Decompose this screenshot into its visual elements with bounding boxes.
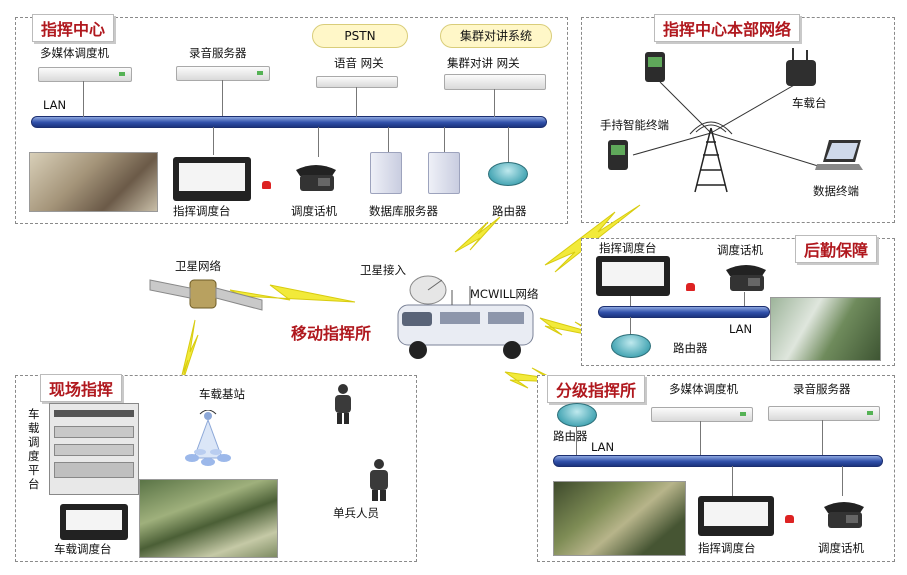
- branch-multimedia-device: [651, 407, 753, 422]
- hq-network-panel: [581, 17, 895, 223]
- base-station-icon: [178, 410, 238, 468]
- logistics-alarm-lamp-icon: [686, 283, 695, 291]
- satellite-access-label: 卫星接入: [360, 263, 406, 277]
- command-vehicle-icon: [398, 305, 533, 360]
- branch-multimedia-label: 多媒体调度机: [669, 382, 738, 396]
- dispatch-platform-label-1: 载: [28, 421, 40, 435]
- handheld-terminal-label: 手持智能终端: [600, 118, 669, 132]
- branch-phone-label: 调度话机: [818, 541, 864, 555]
- command-console-label: 指挥调度台: [173, 204, 231, 218]
- branch-lan-label: LAN: [591, 440, 615, 454]
- data-terminal-label: 数据终端: [813, 184, 859, 198]
- multimedia-dispatcher-label: 多媒体调度机: [40, 46, 109, 60]
- branch-router-icon: [557, 403, 597, 427]
- logistics-router-label: 路由器: [673, 341, 708, 355]
- dispatch-phone-icon: [292, 162, 340, 192]
- base-station-label: 车载基站: [199, 387, 245, 401]
- pstn-cloud: PSTN: [312, 24, 408, 48]
- alarm-lamp-icon: [262, 181, 271, 189]
- lan-bus-top: [31, 116, 547, 128]
- lan-label-top: LAN: [43, 98, 67, 112]
- dispatch-platform-label-2: 调: [28, 435, 40, 449]
- hq-network-title: 指挥中心本部网络: [654, 14, 801, 42]
- logistics-console-monitor: [596, 256, 670, 296]
- trunk-gateway-label: 集群对讲 网关: [447, 56, 520, 70]
- vehicle-radio-icon: [786, 48, 816, 86]
- control-room-photo: [29, 152, 158, 212]
- branch-photo: [553, 481, 686, 556]
- mcwill-label: MCWILL网络: [470, 287, 539, 301]
- field-command-title: 现场指挥: [40, 374, 123, 402]
- command-console-monitor: [173, 157, 251, 201]
- dispatch-platform-label-0: 车: [28, 407, 40, 421]
- dispatch-platform-label-4: 平: [28, 463, 40, 477]
- satellite-icon: [150, 278, 262, 310]
- handheld-terminal-icon-1: [645, 52, 665, 82]
- multimedia-dispatcher-device: [38, 67, 132, 82]
- soldier-icon-2: [364, 458, 394, 502]
- mobile-command-label: 移动指挥所: [291, 324, 372, 343]
- branch-phone-icon: [820, 499, 868, 529]
- branch-recording-label: 录音服务器: [793, 382, 851, 396]
- trunk-gateway-device: [444, 74, 546, 90]
- voice-gateway-device: [316, 76, 398, 88]
- voice-gateway-label: 语音 网关: [334, 56, 384, 70]
- vehicle-console-label: 车载调度台: [54, 542, 112, 556]
- laptop-icon: [815, 138, 865, 174]
- logistics-phone-label: 调度话机: [717, 243, 763, 257]
- router-label-top: 路由器: [492, 204, 527, 218]
- lan-bus-branch: [553, 455, 883, 467]
- dispatch-phone-label: 调度话机: [291, 204, 337, 218]
- vehicle-console-monitor: [60, 504, 128, 540]
- cell-tower-icon: [694, 126, 728, 192]
- logistics-lan-label: LAN: [729, 322, 753, 336]
- logistics-photo: [770, 297, 881, 361]
- command-center-title: 指挥中心: [32, 14, 115, 42]
- db-server-icon-1: [370, 152, 402, 194]
- logistics-phone-icon: [722, 262, 770, 292]
- field-vehicle-photo: [139, 479, 278, 558]
- dispatch-platform-label-3: 度: [28, 449, 40, 463]
- satellite-dish-icon: [410, 276, 446, 304]
- logistics-router-icon: [611, 334, 651, 358]
- handheld-terminal-icon-2: [608, 140, 628, 170]
- dispatch-platform-label-5: 台: [28, 477, 40, 491]
- branch-recording-device: [768, 406, 880, 421]
- db-server-label: 数据库服务器: [369, 204, 438, 218]
- vehicle-radio-label: 车载台: [792, 96, 827, 110]
- dispatch-rack-icon: [49, 403, 139, 495]
- satellite-network-label: 卫星网络: [175, 259, 221, 273]
- branch-router-label: 路由器: [553, 429, 588, 443]
- branch-alarm-lamp-icon: [785, 515, 794, 523]
- recording-server-device: [176, 66, 270, 81]
- trunk-system-cloud: 集群对讲系统: [440, 24, 552, 48]
- soldier-icon-1: [330, 383, 356, 425]
- logistics-title: 后勤保障: [795, 235, 878, 263]
- db-server-icon-2: [428, 152, 460, 194]
- branch-console-monitor: [698, 496, 774, 536]
- router-icon-top: [488, 162, 528, 186]
- lan-bus-logistics: [598, 306, 770, 318]
- soldier-label: 单兵人员: [333, 506, 379, 520]
- recording-server-label: 录音服务器: [189, 46, 247, 60]
- logistics-console-label: 指挥调度台: [599, 241, 657, 255]
- branch-console-label: 指挥调度台: [698, 541, 756, 555]
- branch-command-title: 分级指挥所: [547, 375, 646, 403]
